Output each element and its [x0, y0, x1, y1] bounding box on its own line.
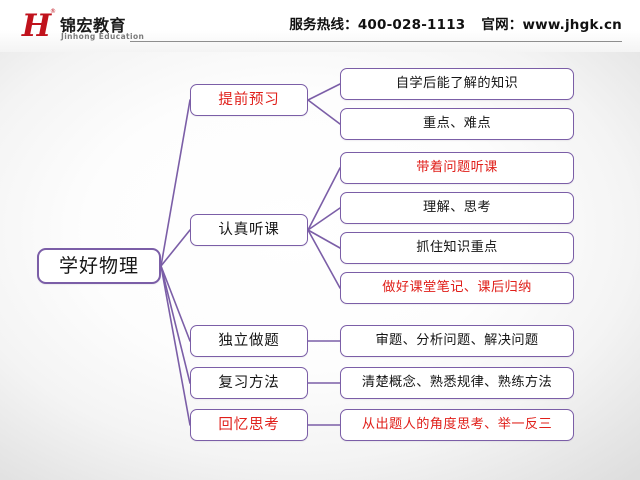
connector-root-branch-1: [160, 229, 191, 267]
node-label: 独立做题: [218, 332, 280, 349]
node-label: 提前预习: [218, 91, 280, 108]
leaf-node-1-3[interactable]: 做好课堂笔记、课后归纳: [340, 272, 574, 304]
node-label: 清楚概念、熟悉规律、熟练方法: [361, 375, 553, 391]
header-divider: [130, 41, 622, 42]
node-label: 抓住知识重点: [416, 240, 498, 256]
branch-node-2[interactable]: 独立做题: [190, 325, 308, 357]
node-label: 重点、难点: [423, 116, 491, 132]
leaf-node-4-0[interactable]: 从出题人的角度思考、举一反三: [340, 409, 574, 441]
leaf-node-2-0[interactable]: 审题、分析问题、解决问题: [340, 325, 574, 357]
brand-name-cn: 锦宏教育: [60, 16, 127, 35]
brand-name-en: Jinhong Education: [61, 32, 145, 41]
connector-branch-1-leaf-2: [307, 229, 341, 249]
node-label: 从出题人的角度思考、举一反三: [361, 417, 553, 433]
branch-node-0[interactable]: 提前预习: [190, 84, 308, 116]
jinhong-logo-icon: H: [21, 8, 51, 44]
website-text: 官网：www.jhgk.cn: [481, 17, 622, 33]
registered-trademark-icon: ®: [50, 8, 56, 15]
branch-node-3[interactable]: 复习方法: [190, 367, 308, 399]
node-label: 认真听课: [218, 221, 280, 238]
node-label: 审题、分析问题、解决问题: [375, 333, 539, 349]
page-header: H ® 锦宏教育 Jinhong Education 服务热线：400-028-…: [0, 0, 640, 52]
node-label: 学好物理: [58, 254, 139, 277]
node-label: 回忆思考: [218, 416, 280, 433]
leaf-node-3-0[interactable]: 清楚概念、熟悉规律、熟练方法: [340, 367, 574, 399]
leaf-node-1-1[interactable]: 理解、思考: [340, 192, 574, 224]
leaf-node-1-2[interactable]: 抓住知识重点: [340, 232, 574, 264]
root-node[interactable]: 学好物理: [37, 248, 161, 284]
connector-branch-1-leaf-1: [307, 207, 341, 231]
connector-branch-0-leaf-0: [307, 83, 341, 101]
connector-root-branch-3: [160, 265, 191, 384]
node-label: 带着问题听课: [416, 160, 498, 176]
connector-root-branch-2: [160, 265, 191, 342]
node-label: 做好课堂笔记、课后归纳: [382, 280, 532, 296]
branch-node-4[interactable]: 回忆思考: [190, 409, 308, 441]
leaf-node-0-0[interactable]: 自学后能了解的知识: [340, 68, 574, 100]
connector-branch-0-leaf-1: [307, 99, 341, 125]
connector-root-branch-0: [160, 99, 191, 267]
brand-logo[interactable]: H ® 锦宏教育 Jinhong Education: [18, 6, 144, 46]
hotline-text: 服务热线：400-028-1113: [289, 17, 466, 33]
connector-branch-1-leaf-0: [307, 167, 341, 231]
leaf-node-0-1[interactable]: 重点、难点: [340, 108, 574, 140]
header-contact-info: 服务热线：400-028-1113 官网：www.jhgk.cn: [289, 13, 622, 33]
node-label: 理解、思考: [423, 200, 491, 216]
leaf-node-1-0[interactable]: 带着问题听课: [340, 152, 574, 184]
node-label: 自学后能了解的知识: [395, 76, 519, 92]
connector-root-branch-4: [160, 265, 191, 426]
branch-node-1[interactable]: 认真听课: [190, 214, 308, 246]
connector-branch-1-leaf-3: [307, 229, 341, 289]
node-label: 复习方法: [218, 374, 280, 391]
